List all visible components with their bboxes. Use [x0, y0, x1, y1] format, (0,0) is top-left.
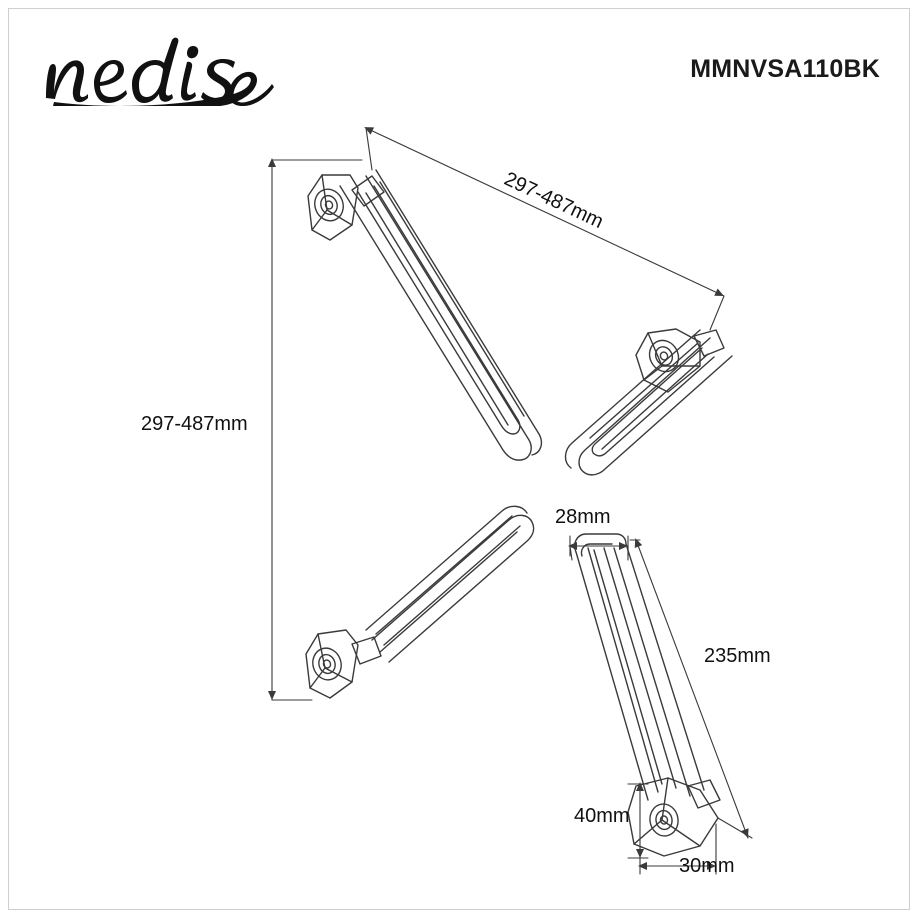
- view-upper-right-arm: [564, 328, 733, 476]
- view-lower-left-arm: [305, 505, 535, 699]
- dimension-label-vertical-reach: 297-487mm: [141, 413, 248, 435]
- dimension-label-arm-width: 28mm: [555, 506, 611, 528]
- view-upper-left-arm: [307, 169, 543, 461]
- dimension-label-base-height: 40mm: [574, 805, 630, 827]
- dimension-lines: [268, 127, 753, 875]
- product-model-number: MMNVSA110BK: [690, 55, 880, 83]
- dimension-label-arm-length: 235mm: [704, 645, 771, 667]
- dimension-label-base-width: 30mm: [679, 855, 735, 877]
- nedis-logo: [40, 36, 300, 113]
- page-border: [8, 8, 910, 910]
- nedis-logo-mark: [46, 37, 274, 113]
